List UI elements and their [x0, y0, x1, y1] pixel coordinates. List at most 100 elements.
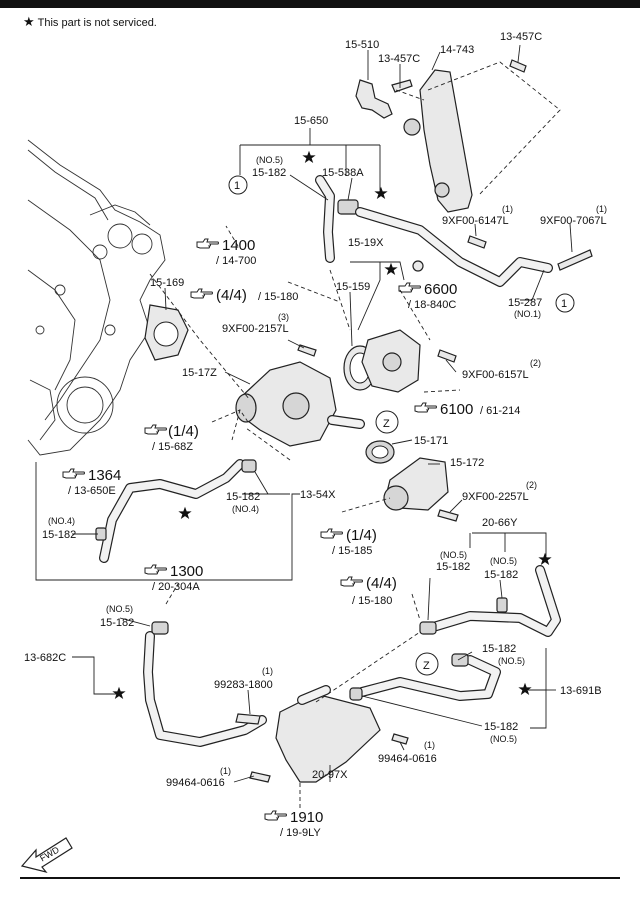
bracket-14-743 — [419, 69, 473, 213]
callout-circle-z-top-text: Z — [383, 418, 390, 430]
clamp-15-182-682c — [151, 621, 169, 635]
not-serviced-star-icon — [384, 262, 398, 276]
label-9xf00-6157l: 9XF00-6157L — [462, 369, 529, 381]
reference-hand-icon — [340, 576, 363, 587]
label-15-182-e: 15-182 — [484, 569, 518, 581]
bolt-99464-0616-left — [249, 771, 271, 783]
clamp-15-182-upper — [337, 199, 359, 215]
callout-circle-1-left — [228, 175, 248, 195]
reference-hand-icon — [398, 282, 421, 293]
not-serviced-star-icon — [178, 506, 192, 520]
label-15-169: 15-169 — [150, 277, 184, 289]
label-15-182-f: 15-182 — [100, 617, 134, 629]
ref-1300[interactable]: 1300 / 20-304A — [144, 563, 203, 593]
label-qty1-e: (1) — [220, 766, 231, 776]
ref-4-4-lower[interactable]: (4/4) / 15-180 — [340, 575, 397, 607]
label-qty3: (3) — [278, 312, 289, 322]
callout-circle-1-right — [555, 293, 575, 313]
bolt-9xf00-6147l — [467, 235, 487, 249]
label-no5-f: (NO.5) — [490, 734, 517, 744]
label-15-182-b: 15-182 — [226, 491, 260, 503]
callout-circle-1-left-text: 1 — [234, 180, 240, 192]
callout-circle-1-right-text: 1 — [561, 298, 567, 310]
not-serviced-star-icon — [112, 686, 126, 700]
reference-hand-icon — [62, 468, 85, 479]
ref-1910[interactable]: 1910 / 19-9LY — [264, 809, 323, 839]
ref-4-4-upper[interactable]: (4/4) / 15-180 — [190, 287, 298, 304]
bottom-border-bar — [20, 877, 620, 879]
pipe-bracket-tab — [412, 260, 424, 272]
ref-6100-sub: / 61-214 — [480, 405, 520, 417]
label-no1: (NO.1) — [514, 309, 541, 319]
label-15-538a: 15-538A — [322, 167, 364, 179]
reference-hand-icon — [190, 288, 213, 299]
ref-6100[interactable]: 6100 / 61-214 — [414, 401, 520, 418]
label-15-182-d: 15-182 — [436, 561, 470, 573]
label-no5-a: (NO.5) — [256, 155, 283, 165]
bolt-9xf00-2257l — [437, 509, 459, 522]
ref-1364-main: 1364 — [88, 467, 121, 484]
label-no5-c: (NO.5) — [490, 556, 517, 566]
ref-1364[interactable]: 1364 / 13-650E — [62, 467, 121, 497]
ref-1-4-lower-main: (1/4) — [346, 527, 377, 544]
ref-4-4-lower-main: (4/4) — [366, 575, 397, 592]
bolt-9xf00-7067l — [557, 249, 593, 271]
callout-circle-z-top — [375, 410, 399, 434]
bracket-hole — [403, 118, 421, 136]
label-13-457c-right: 13-457C — [500, 31, 542, 43]
label-15-182-h: 15-182 — [484, 721, 518, 733]
label-qty2-a: (2) — [530, 358, 541, 368]
bolt-99464-0616-right — [391, 733, 409, 745]
label-9xf00-2157l: 9XF00-2157L — [222, 323, 289, 335]
ref-4-4-lower-sub: / 15-180 — [352, 595, 392, 607]
star-icon: ★ — [23, 14, 35, 29]
ref-1400-main: 1400 — [222, 237, 255, 254]
not-serviced-star-icon — [374, 186, 388, 200]
label-9xf00-7067l: 9XF00-7067L — [540, 215, 607, 227]
label-13-54x: 13-54X — [300, 489, 336, 501]
reference-hand-icon — [414, 402, 437, 413]
ref-1910-main: 1910 — [290, 809, 323, 826]
reference-hand-icon — [196, 238, 219, 249]
bolt-13-457c-right — [509, 59, 527, 73]
ref-1300-main: 1300 — [170, 563, 203, 580]
label-15-171: 15-171 — [414, 435, 448, 447]
ref-1400[interactable]: 1400 / 14-700 — [196, 237, 256, 267]
ref-1-4-lower[interactable]: (1/4) / 15-185 — [320, 527, 377, 557]
fwd-arrow-icon: FWD — [20, 837, 73, 874]
label-qty1-d: (1) — [424, 740, 435, 750]
label-no5-e: (NO.5) — [498, 656, 525, 666]
label-99283-1800: 99283-1800 — [214, 679, 273, 691]
label-15-19x: 15-19X — [348, 237, 384, 249]
reference-hand-icon — [264, 810, 287, 821]
label-15-159: 15-159 — [336, 281, 370, 293]
label-qty1-b: (1) — [596, 204, 607, 214]
label-no5-d: (NO.5) — [106, 604, 133, 614]
ref-6600[interactable]: 6600 / 18-840C — [398, 281, 457, 311]
label-15-182-a: 15-182 — [252, 167, 286, 179]
engine-block — [27, 139, 166, 456]
not-serviced-note-text: This part is not serviced. — [37, 17, 157, 29]
clip-99283-1800 — [235, 713, 261, 725]
ref-1-4-upper[interactable]: (1/4) / 15-68Z — [144, 423, 199, 453]
label-no4-b: (NO.4) — [48, 516, 75, 526]
label-qty2-b: (2) — [526, 480, 537, 490]
clamp-15-182-691b-bottom — [349, 687, 363, 701]
ref-4-4-upper-main: (4/4) — [216, 287, 247, 304]
ref-1910-sub: / 19-9LY — [280, 827, 321, 839]
label-99464-0616-left: 99464-0616 — [166, 777, 225, 789]
top-border-bar — [0, 0, 640, 8]
label-14-743: 14-743 — [440, 44, 474, 56]
clamp-15-182-54x-top — [241, 459, 257, 473]
label-13-682c: 13-682C — [24, 652, 66, 664]
callout-circle-z-bottom — [415, 652, 439, 676]
label-13-691b: 13-691B — [560, 685, 602, 697]
bolt-9xf00-6157l — [437, 349, 457, 363]
label-20-66y: 20-66Y — [482, 517, 518, 529]
label-qty1-a: (1) — [502, 204, 513, 214]
ref-1-4-upper-main: (1/4) — [168, 423, 199, 440]
label-15-287: 15-287 — [508, 297, 542, 309]
ref-4-4-upper-sub: / 15-180 — [258, 291, 298, 303]
housing-20-97x — [275, 693, 381, 783]
